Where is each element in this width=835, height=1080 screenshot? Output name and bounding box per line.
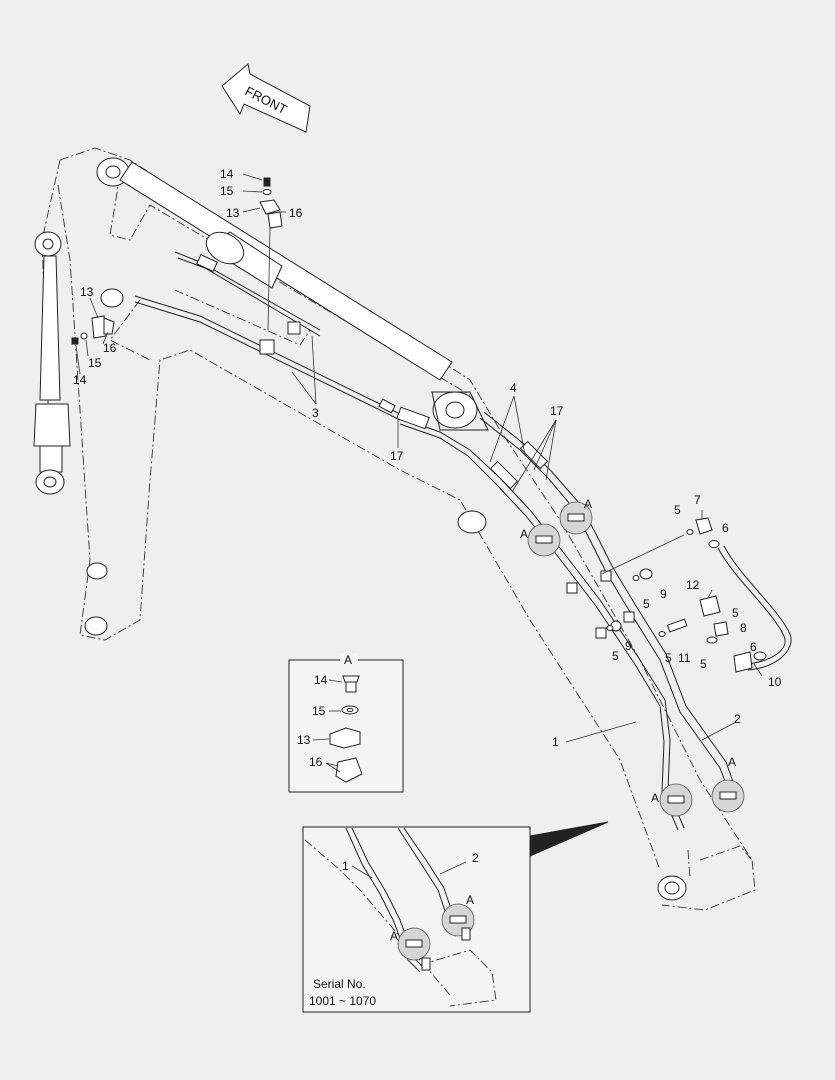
detail-a-callout-14: 14 xyxy=(314,673,328,687)
callout-7: 7 xyxy=(694,493,701,507)
detail-a-callout-16: 16 xyxy=(309,755,323,769)
detail-a-callout-13: 13 xyxy=(297,733,311,747)
callout-12: 12 xyxy=(686,578,700,592)
boom-cylinder xyxy=(33,255,71,495)
serial-detail-callout-2: 2 xyxy=(472,851,479,865)
serial-detail-callout-A: A xyxy=(466,893,474,907)
callout-14: 14 xyxy=(73,373,87,387)
callout-1: 1 xyxy=(552,735,559,749)
callouts: 14 15 13 16 13 16 15 14 3 17 4 17 A A A … xyxy=(73,167,782,805)
callout-15: 15 xyxy=(220,184,234,198)
callout-14: 14 xyxy=(220,167,234,181)
callout-6: 6 xyxy=(750,640,757,654)
callout-13: 13 xyxy=(226,206,240,220)
callout-8: 8 xyxy=(740,621,747,635)
callout-16: 16 xyxy=(289,206,303,220)
callout-9: 9 xyxy=(625,639,632,653)
callout-11: 11 xyxy=(678,651,691,665)
callout-3: 3 xyxy=(312,406,319,420)
front-direction-arrow: FRONT xyxy=(221,63,311,133)
detail-a-box: A 14 15 13 16 xyxy=(288,653,404,793)
callout-10: 10 xyxy=(768,675,782,689)
callout-5: 5 xyxy=(674,503,681,517)
callout-5: 5 xyxy=(665,651,672,665)
detail-a-title: A xyxy=(344,653,352,667)
callout-A: A xyxy=(728,755,736,769)
callout-17: 17 xyxy=(390,449,404,463)
pipe-assembly-3 xyxy=(134,251,401,421)
callout-5: 5 xyxy=(732,606,739,620)
callout-9: 9 xyxy=(660,587,667,601)
boom-outline xyxy=(41,147,756,911)
callout-6: 6 xyxy=(722,521,729,535)
serial-number-range: 1001 ~ 1070 xyxy=(309,994,376,1008)
callout-5: 5 xyxy=(700,657,707,671)
callout-A: A xyxy=(651,791,659,805)
pipe-1-and-2 xyxy=(396,406,739,831)
callout-13: 13 xyxy=(80,285,94,299)
callout-4: 4 xyxy=(510,381,517,395)
callout-17: 17 xyxy=(550,404,564,418)
callout-A: A xyxy=(584,497,592,511)
serial-number-label: Serial No. xyxy=(313,977,366,991)
callout-5: 5 xyxy=(643,597,650,611)
callout-5: 5 xyxy=(612,649,619,663)
detail-serial-box: 1 2 A A Serial No. 1001 ~ 1070 xyxy=(302,826,531,1013)
clamp-locations xyxy=(527,501,745,817)
serial-detail-callout-A: A xyxy=(390,929,398,943)
arm-cylinder xyxy=(119,161,489,431)
callout-A: A xyxy=(520,527,528,541)
clamp-set-upper xyxy=(259,177,283,331)
detail-a-callout-15: 15 xyxy=(312,704,326,718)
leader-lines xyxy=(75,173,763,743)
serial-detail-callout-1: 1 xyxy=(342,859,349,873)
boom-pin-bosses xyxy=(34,157,687,901)
callout-16: 16 xyxy=(103,341,117,355)
callout-2: 2 xyxy=(734,712,741,726)
callout-15: 15 xyxy=(88,356,102,370)
fittings-group xyxy=(606,517,792,673)
detail-pointer-arrow xyxy=(529,821,609,857)
clamp-set-left xyxy=(71,315,115,345)
